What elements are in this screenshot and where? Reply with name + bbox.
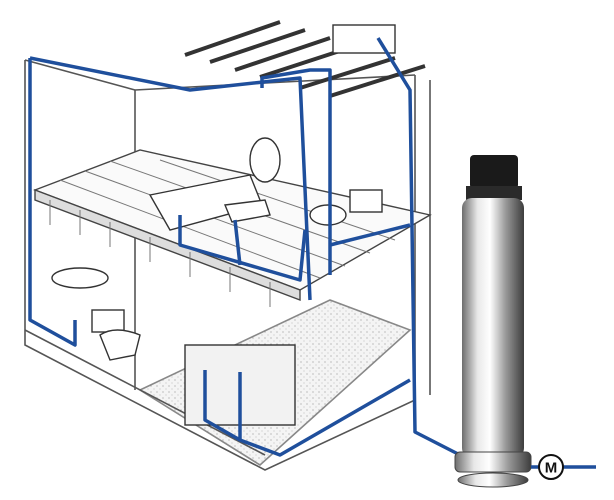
meter-icon <box>538 454 564 480</box>
upper-sink <box>224 199 271 223</box>
front-top-edge <box>24 59 136 91</box>
attic-tank <box>332 24 396 54</box>
water-pipes <box>28 37 461 457</box>
house-outline <box>24 60 416 471</box>
upper-toilet-tank <box>249 137 281 183</box>
floor-edge <box>24 329 266 456</box>
inlet-line: M <box>531 454 596 480</box>
lower-sink <box>51 267 109 289</box>
filter-cylinder <box>462 198 524 458</box>
upper-toilet <box>309 204 347 226</box>
filter-foot <box>457 472 529 488</box>
filter-collar <box>466 186 522 200</box>
lower-toilet <box>99 329 141 361</box>
lower-cistern <box>91 309 125 333</box>
filter-head <box>470 155 518 189</box>
meter-label: M <box>545 460 558 477</box>
water-filter-tank <box>454 155 532 488</box>
filter-base-clamp <box>454 451 532 473</box>
upper-cistern <box>349 189 383 213</box>
